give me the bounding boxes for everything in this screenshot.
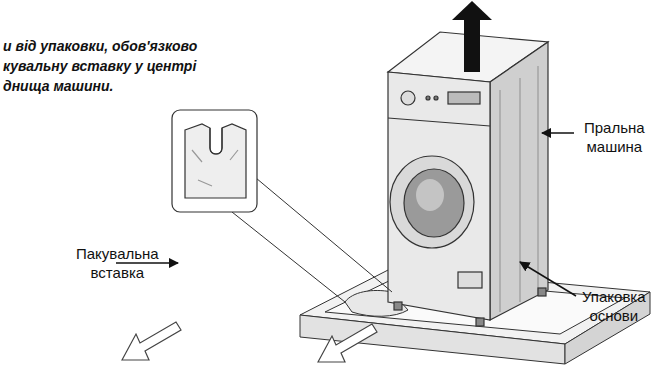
leader-arrows [116, 133, 576, 296]
instruction-note: и від упаковки, обов'язково кувальну вст… [3, 36, 197, 96]
note-line: кувальну вставку у центрі [3, 58, 196, 74]
washing-machine [388, 32, 548, 326]
lift-arrow [452, 1, 492, 72]
part-label: Пральна машина [584, 118, 645, 156]
part-label: Пакувальна вставка [76, 244, 159, 282]
note-line: и від упаковки, обов'язково [3, 38, 197, 54]
insert-inset [172, 110, 392, 302]
part-label: Упаковка основи [582, 287, 646, 325]
removal-arrows [122, 322, 377, 362]
note-line: днища машини. [3, 78, 113, 94]
